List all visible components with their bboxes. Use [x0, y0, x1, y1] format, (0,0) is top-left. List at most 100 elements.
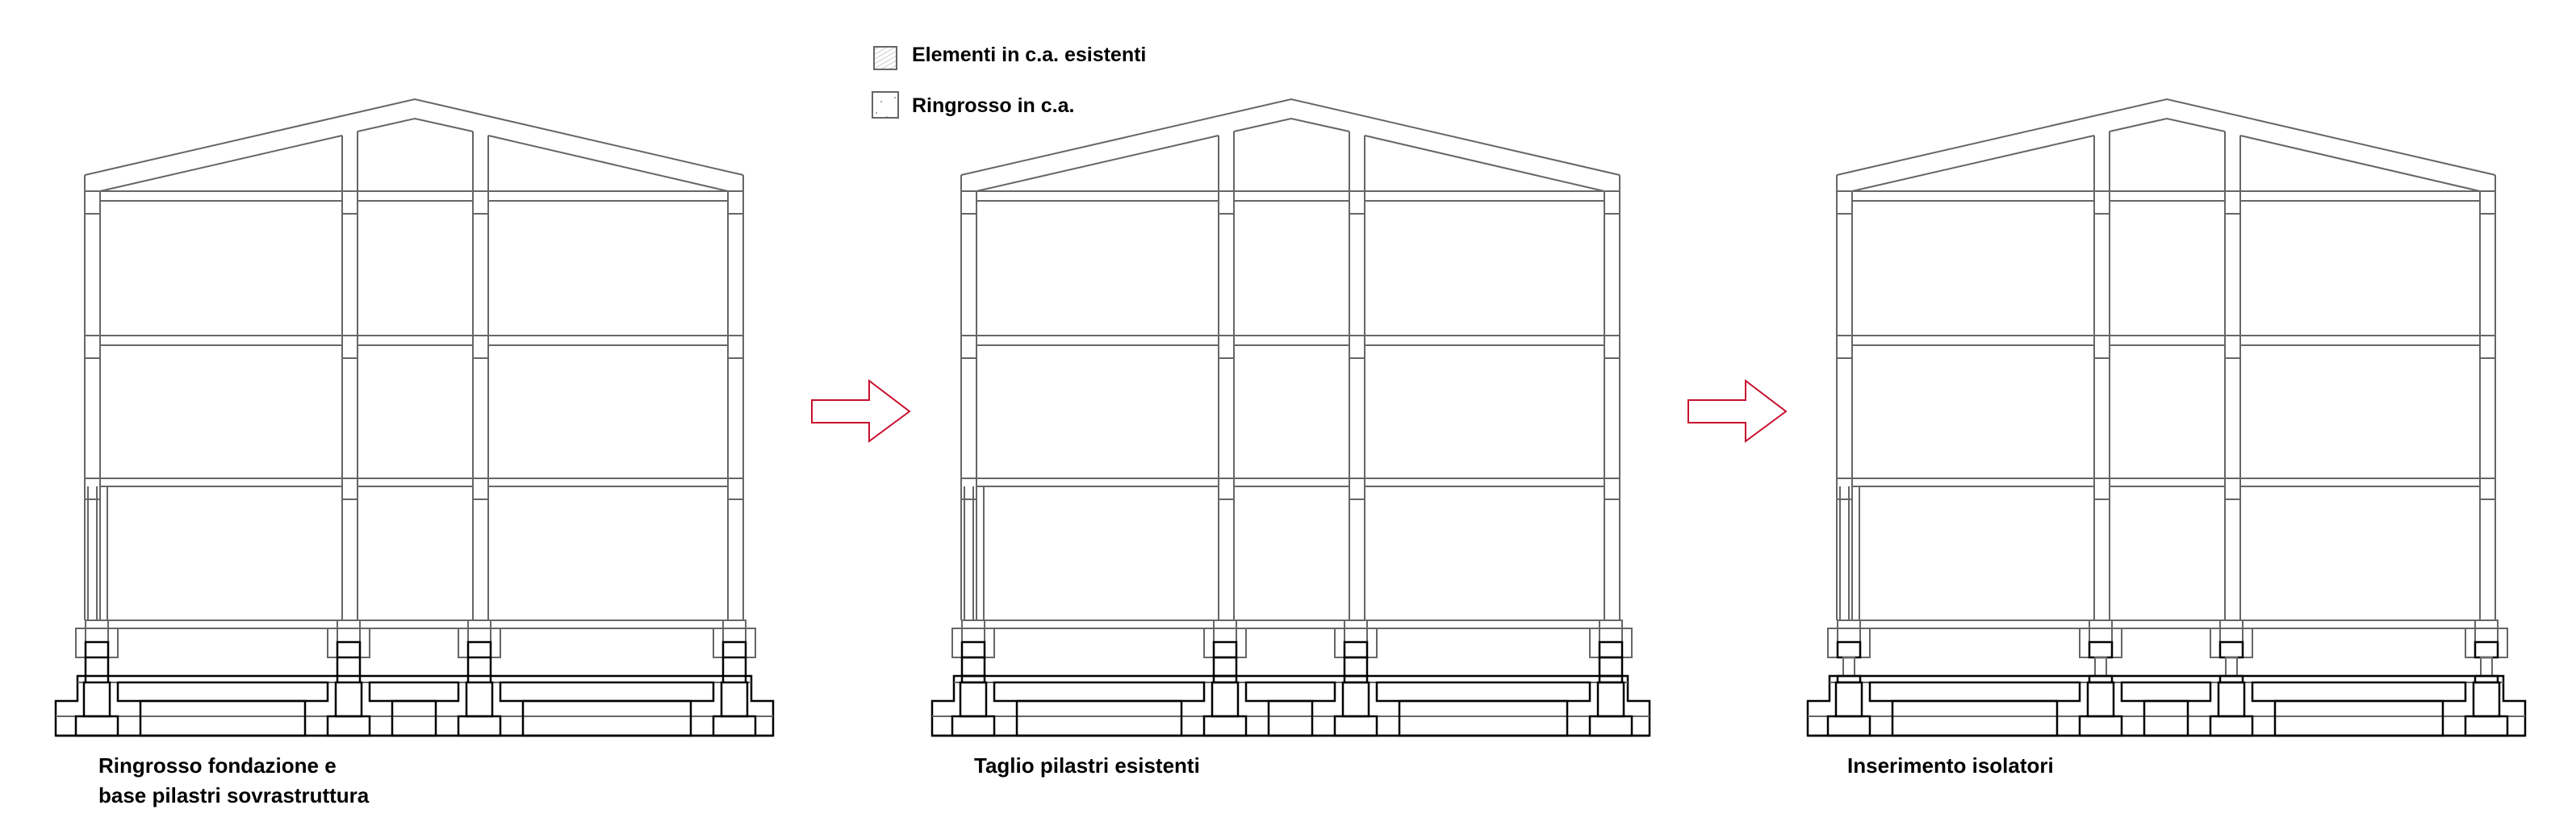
ringrosso-column-base	[466, 640, 492, 659]
existing-footing-base	[1826, 715, 1871, 737]
existing-footing	[2217, 681, 2246, 718]
existing-joint	[2224, 190, 2241, 215]
existing-footing	[2086, 681, 2115, 718]
ringrosso-slab	[391, 699, 437, 737]
ringrosso-beam	[499, 681, 715, 703]
ringrosso-beam	[1868, 681, 2081, 703]
arrow-right-icon	[811, 378, 911, 443]
step-3-label: Inserimento isolatori	[1847, 753, 2054, 778]
existing-joint	[727, 478, 744, 500]
existing-joint	[727, 190, 744, 215]
ringrosso-column-base	[2474, 640, 2499, 659]
ringrosso-slab	[1015, 699, 1183, 737]
existing-column-base	[961, 620, 985, 643]
ringrosso-column-base	[1343, 640, 1369, 659]
existing-joint	[1218, 478, 1235, 500]
cut-column-block	[1598, 656, 1624, 678]
existing-joint	[1836, 335, 1853, 359]
ringrosso-column-base	[1212, 640, 1238, 659]
ringrosso-foundation	[54, 674, 775, 737]
existing-footing-base	[951, 715, 996, 737]
frame-1	[54, 98, 775, 737]
existing-joint	[472, 335, 489, 359]
ringrosso-column-base	[960, 640, 986, 659]
ringrosso-beam	[2251, 681, 2467, 703]
ringrosso-slab	[1267, 699, 1314, 737]
existing-joint	[1836, 478, 1853, 500]
ringrosso-column-base	[1836, 640, 1862, 659]
existing-joint	[960, 190, 977, 215]
column-stub	[1212, 674, 1238, 684]
existing-joint	[472, 190, 489, 215]
existing-joint	[1349, 478, 1365, 500]
roof-outer-line	[84, 98, 744, 176]
legend-label-ringrosso: Ringrosso in c.a.	[912, 94, 1074, 117]
existing-footing	[2472, 681, 2501, 718]
existing-footing	[1211, 681, 1240, 718]
existing-footing-base	[712, 715, 757, 737]
column-stub	[1598, 674, 1624, 684]
existing-column-base	[2219, 620, 2244, 643]
frame-3	[1806, 98, 2527, 737]
existing-joint	[2224, 335, 2241, 359]
ringrosso-slab	[1398, 699, 1569, 737]
ringrosso-column-base	[84, 640, 110, 659]
existing-footing-base	[1588, 715, 1633, 737]
roof-inner-left-line	[99, 135, 343, 192]
legend-swatch-dots	[872, 91, 899, 119]
column-stub	[2218, 674, 2244, 684]
existing-joint	[1218, 190, 1235, 215]
roof-outer-line	[960, 98, 1620, 176]
existing-joint	[960, 335, 977, 359]
cut-column-block	[1343, 656, 1369, 678]
existing-column-base	[2474, 620, 2499, 643]
existing-footing	[334, 681, 363, 718]
ringrosso-slab	[139, 699, 307, 737]
existing-joint	[1604, 190, 1620, 215]
arrow-right-icon	[1687, 378, 1788, 443]
existing-footing-base	[457, 715, 502, 737]
existing-joint	[2093, 190, 2110, 215]
ringrosso-column-base	[2088, 640, 2114, 659]
existing-joint	[1349, 190, 1365, 215]
ringrosso-foundation	[930, 674, 1651, 737]
existing-column-base	[85, 620, 109, 643]
existing-footing-base	[2464, 715, 2509, 737]
existing-column-base	[1213, 620, 1237, 643]
existing-joint	[2224, 478, 2241, 500]
existing-footing	[1341, 681, 1370, 718]
existing-joint	[341, 478, 358, 500]
existing-footing-base	[1202, 715, 1248, 737]
existing-joint	[2479, 478, 2496, 500]
existing-joint	[84, 190, 101, 215]
roof-inner-middle-line	[357, 117, 474, 132]
existing-joint	[84, 335, 101, 359]
seismic-isolator	[2225, 657, 2238, 677]
existing-column-base	[722, 620, 746, 643]
seismic-isolator	[1842, 657, 1855, 677]
existing-footing-base	[74, 715, 119, 737]
ringrosso-slab	[1891, 699, 2059, 737]
existing-joint	[1604, 478, 1620, 500]
existing-footing	[720, 681, 749, 718]
ringrosso-column-base	[2218, 640, 2244, 659]
ringrosso-beam	[1375, 681, 1591, 703]
ringrosso-slab	[2143, 699, 2189, 737]
existing-column-base	[467, 620, 491, 643]
existing-column-base	[1837, 620, 1861, 643]
existing-footing-base	[2209, 715, 2254, 737]
step-1-label-line-1: Ringrosso fondazione e	[98, 753, 337, 778]
existing-column-base	[1344, 620, 1368, 643]
column-stub	[2474, 674, 2499, 684]
existing-footing-base	[1333, 715, 1378, 737]
existing-joint	[2479, 335, 2496, 359]
existing-joint	[1218, 335, 1235, 359]
existing-footing	[959, 681, 988, 718]
ringrosso-beam	[116, 681, 329, 703]
existing-column-base	[1599, 620, 1623, 643]
roof-inner-middle-line	[1233, 117, 1350, 132]
column-stub	[1343, 674, 1369, 684]
legend: Elementi in c.a. esistenti Ringrosso in …	[872, 44, 1146, 119]
existing-joint	[341, 335, 358, 359]
